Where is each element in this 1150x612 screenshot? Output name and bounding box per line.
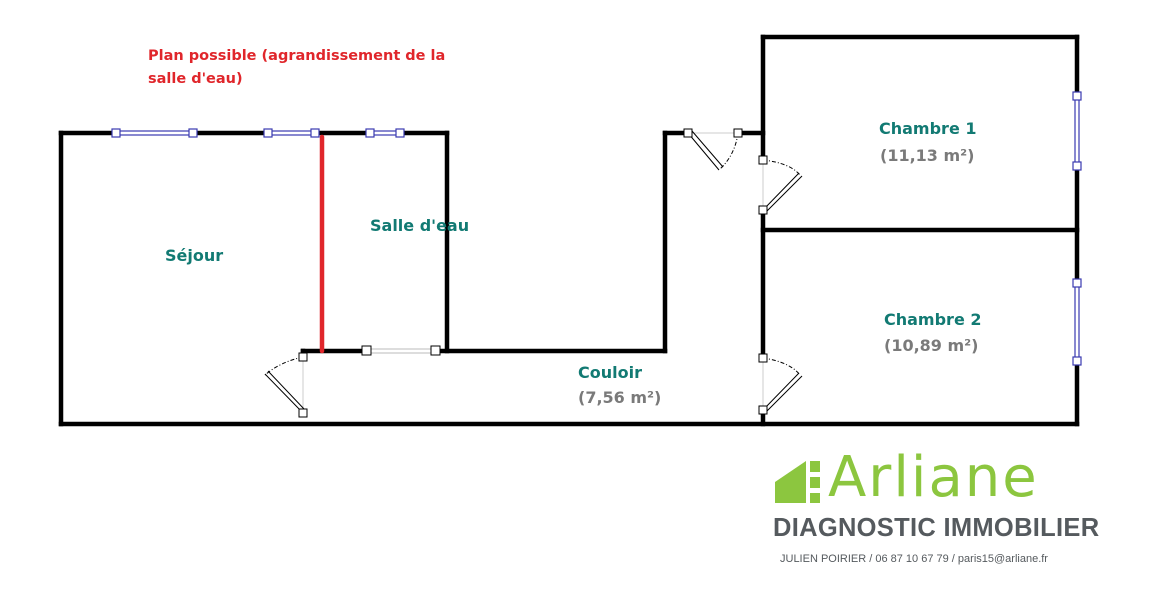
room-area-couloir: (7,56 m²) bbox=[578, 388, 662, 407]
plan-note: Plan possible (agrandissement de la sall… bbox=[148, 48, 446, 87]
doors bbox=[264, 128, 803, 418]
room-label-chambre-1: Chambre 1 bbox=[879, 119, 977, 138]
logo-contact: JULIEN POIRIER / 06 87 10 67 79 / paris1… bbox=[780, 553, 1048, 565]
walls bbox=[58, 34, 1080, 427]
logo-house-icon bbox=[775, 461, 820, 503]
window bbox=[1074, 282, 1080, 362]
window bbox=[115, 130, 194, 136]
window bbox=[1074, 95, 1080, 167]
interior-window bbox=[365, 348, 437, 354]
room-label-sejour: Séjour bbox=[165, 246, 224, 265]
logo-brand: Arliane bbox=[828, 445, 1039, 510]
windows bbox=[111, 91, 1082, 366]
window bbox=[267, 130, 316, 136]
room-label-salle-deau: Salle d'eau bbox=[370, 216, 470, 235]
room-area-chambre-1: (11,13 m²) bbox=[880, 146, 975, 165]
room-label-couloir: Couloir bbox=[578, 363, 642, 382]
room-area-chambre-2: (10,89 m²) bbox=[884, 336, 979, 355]
room-label-chambre-2: Chambre 2 bbox=[884, 310, 982, 329]
logo-tagline: DIAGNOSTIC IMMOBILIER bbox=[773, 514, 1100, 542]
